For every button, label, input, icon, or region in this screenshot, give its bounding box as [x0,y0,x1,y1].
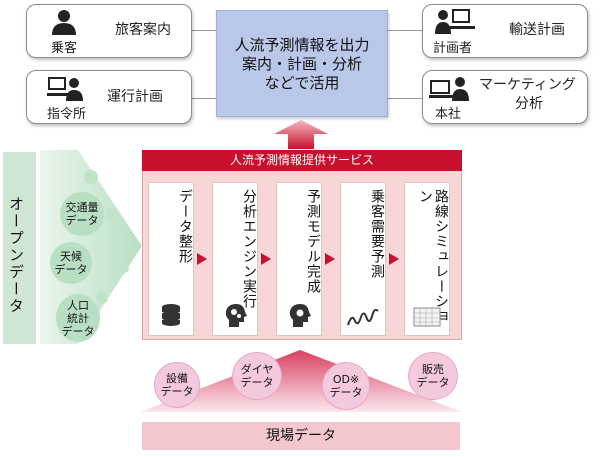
up-arrow-icon [274,120,328,149]
population-data-line2: 統計 [67,311,89,325]
equipment-data-line1: 設備 [166,372,188,385]
connector-line [190,98,217,99]
sales-data-line1: 販売 [422,363,444,376]
passenger-box: 乗客 旅客案内 [26,4,192,58]
step-label: 路線シミュレーション [417,189,449,324]
person-icon [52,10,76,35]
sales-data-circle: 販売データ [408,352,458,400]
passenger-caption: 乗客 [51,41,78,56]
decor-dot [96,292,108,304]
head-gear-icon [289,304,311,327]
headquarters-title-line2: 分析 [515,96,543,112]
database-icon [162,304,180,326]
planner-title: 輸送計画 [509,22,565,38]
dispatch-box: 指令所 運行計画 [26,70,192,124]
step-demand-forecast: 乗客需要予測 [340,182,386,336]
weather-data-line1: 天候 [60,250,82,263]
timetable-data-circle: ダイヤデータ [232,352,282,400]
weather-data-line2: データ [54,263,88,276]
decor-dot [84,170,98,184]
od-data-line1: OD※ [332,373,360,386]
output-line-1: 人流予測情報を出力 [234,36,370,54]
decor-dot [106,208,116,218]
open-data-bar [3,152,36,344]
office-worker-icon [429,77,469,101]
output-line-2: 案内・計画・分析 [241,55,362,73]
step-route-simulation: 路線シミュレーション [404,182,450,336]
timetable-data-line2: データ [240,376,274,389]
service-header: 人流予測情報提供サービス [142,150,462,171]
step-label: 予測モデル完成 [305,189,321,294]
od-data-circle: OD※データ [322,362,370,410]
population-data-line3: データ [61,324,95,338]
headquarters-caption: 本社 [435,107,462,122]
planner-desk-icon [435,9,475,34]
field-data-title: 現場データ [142,422,460,450]
traffic-data-circle: 交通量データ [60,192,104,236]
od-data-line2: データ [329,386,363,399]
headquarters-box: 本社 マーケティング 分析 [422,70,588,124]
step-label: 乗客需要予測 [369,189,385,279]
equipment-data-circle: 設備データ [154,362,200,408]
connector-line [386,98,422,99]
connector-line [386,30,422,31]
step-label: データ整形 [177,189,193,264]
step-data-formatting: データ整形 [148,182,194,336]
head-gears-icon [225,304,247,327]
dispatch-caption: 指令所 [47,107,87,122]
headquarters-title-line1: マーケティング [479,77,576,93]
timetable-data-line1: ダイヤ [240,363,274,376]
grid-map-icon [413,307,441,327]
dispatch-title: 運行計画 [107,89,163,105]
equipment-data-line2: データ [160,385,194,398]
traffic-data-line2: データ [65,214,99,227]
step-arrow-icon [197,253,207,265]
connector-line [190,30,217,31]
decor-dot [120,264,129,273]
step-prediction-model: 予測モデル完成 [276,182,322,336]
field-data-arrow [140,350,462,412]
weather-data-circle: 天候データ [50,242,92,284]
sales-data-line2: データ [416,376,450,389]
population-data-line1: 人口 [67,298,89,312]
step-arrow-icon [261,253,271,265]
step-label: 分析エンジン実行 [241,189,257,309]
output-summary-box: 人流予測情報を出力 案内・計画・分析 などで活用 [216,10,388,117]
output-line-3: などで活用 [264,74,340,92]
passenger-title: 旅客案内 [115,22,171,38]
open-data-title: オープンデータ [7,196,25,315]
planner-caption: 計画者 [433,41,473,56]
wave-chart-icon [347,308,379,326]
step-analysis-engine: 分析エンジン実行 [212,182,258,336]
step-arrow-icon [325,253,335,265]
traffic-data-line1: 交通量 [65,201,99,214]
operator-desk-icon [47,77,83,101]
population-data-circle: 人口統計データ [56,294,100,342]
step-arrow-icon [389,253,399,265]
planner-box: 計画者 輸送計画 [422,4,588,58]
